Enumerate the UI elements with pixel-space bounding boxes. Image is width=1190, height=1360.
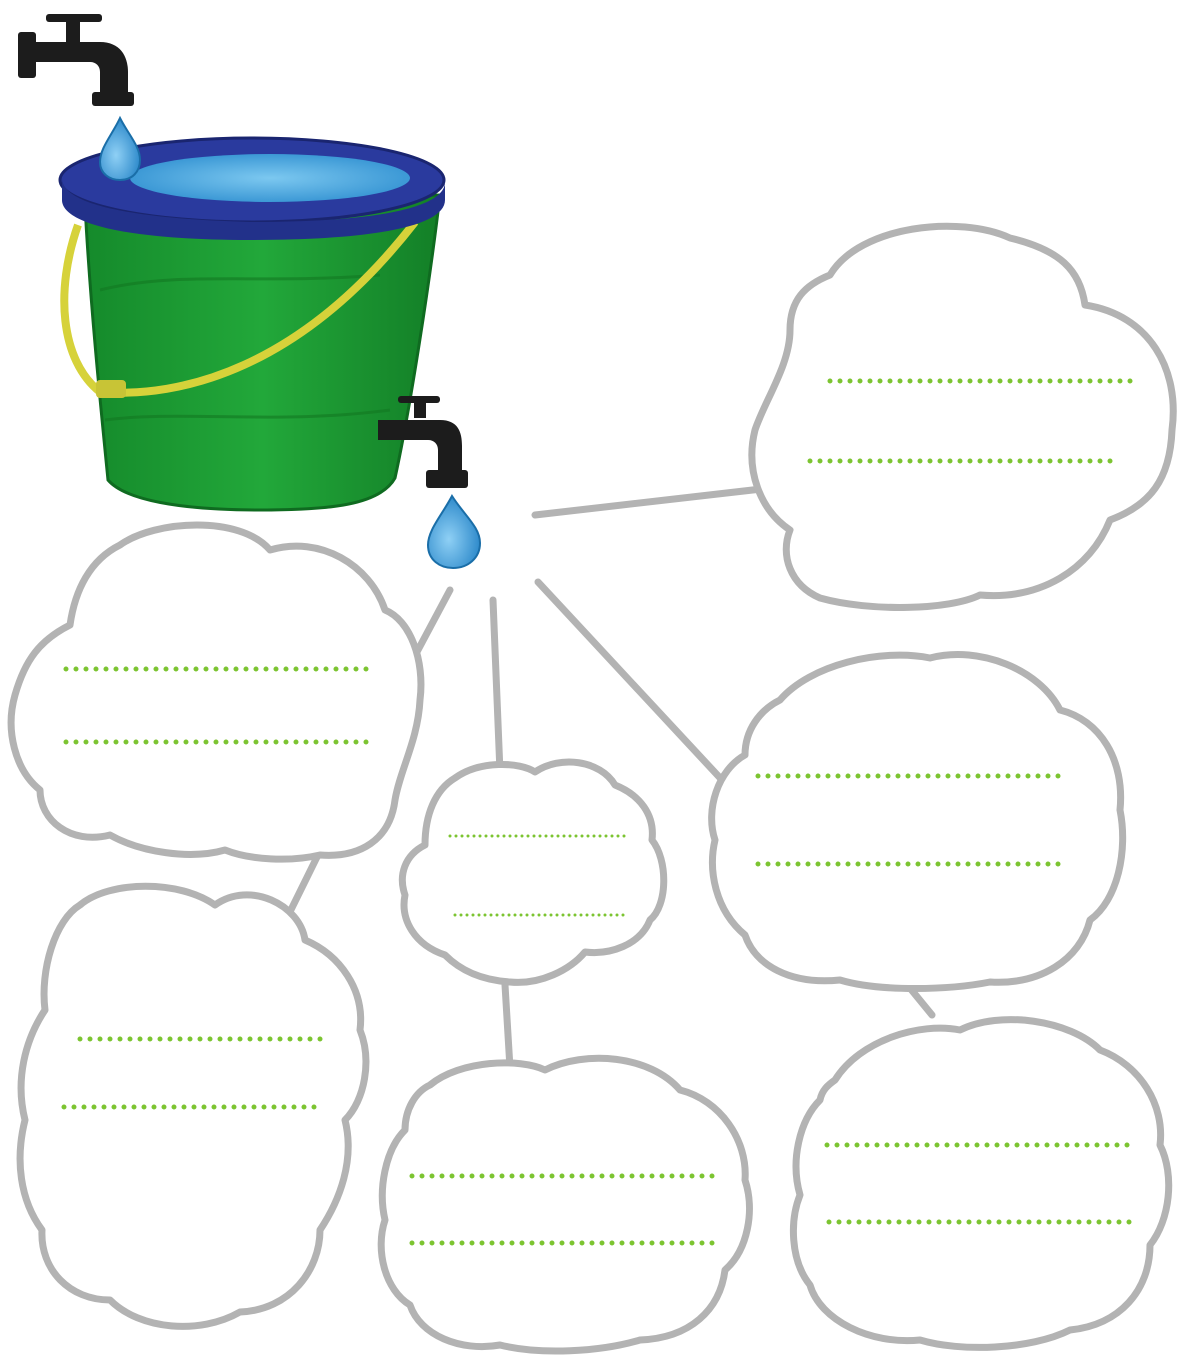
faucet-icon <box>18 14 134 106</box>
bucket-water <box>130 154 410 202</box>
connector-center-small <box>493 600 500 772</box>
cloud-top-right <box>752 226 1173 607</box>
connector-right-middle <box>538 582 722 780</box>
connector-bottom-center <box>505 985 510 1068</box>
cloud-right-middle <box>712 655 1123 989</box>
water-drop-icon <box>428 496 480 568</box>
cloud-center-small <box>402 762 663 982</box>
cloud-left-upper <box>11 525 421 859</box>
bucket-icon <box>60 138 445 510</box>
cloud-bottom-right <box>793 1020 1168 1348</box>
cloud-bottom-center <box>381 1058 749 1351</box>
water-drop-icon <box>100 118 140 180</box>
connector-top-right <box>535 488 770 515</box>
